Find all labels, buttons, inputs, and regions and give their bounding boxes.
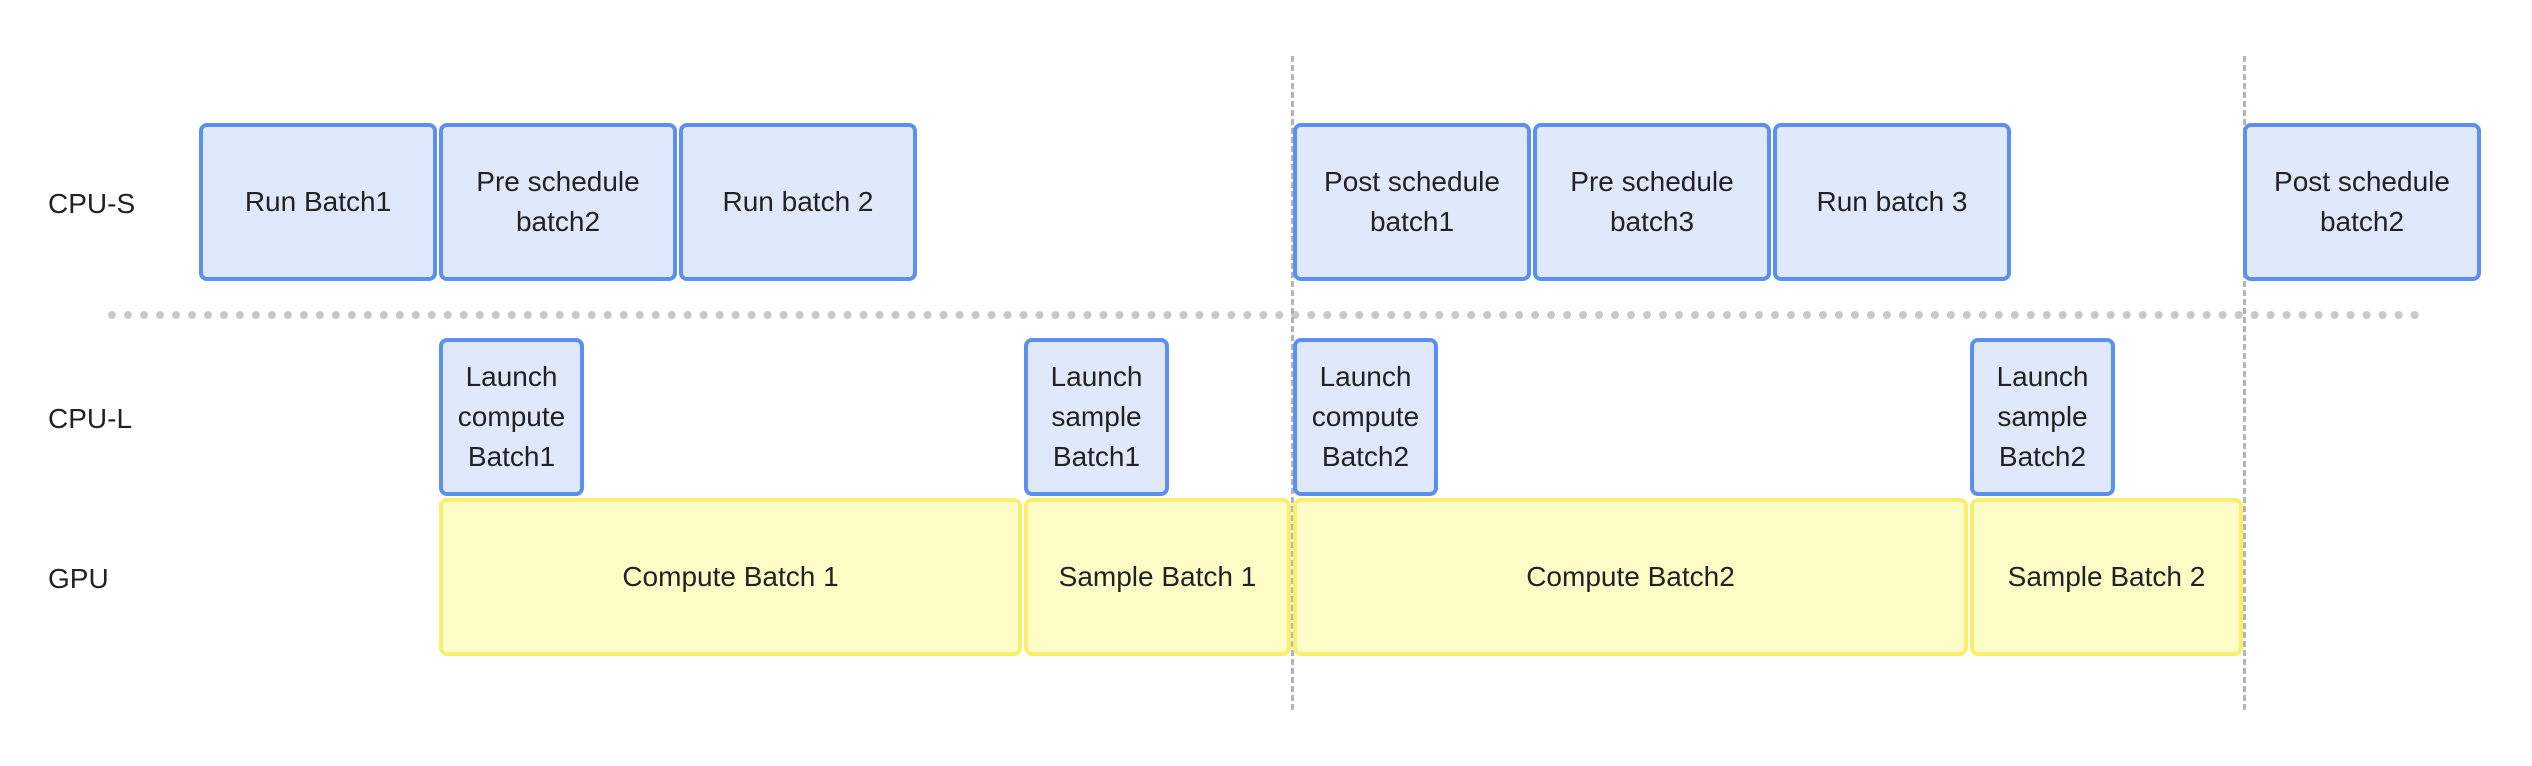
gpu-task: Compute Batch 1 [439,498,1022,656]
cpu-s-task: Run Batch1 [199,123,437,281]
cpu-s-task: Run batch 2 [679,123,917,281]
cpu-l-task: Launch compute Batch1 [439,338,584,496]
cpu-l-task: Launch compute Batch2 [1293,338,1438,496]
gpu-task: Sample Batch 1 [1024,498,1291,656]
cpu-s-task: Post schedule batch2 [2243,123,2481,281]
cpu-s-separator-line [108,311,2420,319]
gpu-task: Sample Batch 2 [1970,498,2243,656]
gpu-task: Compute Batch2 [1293,498,1968,656]
row-label-cpu-l: CPU-L [48,403,133,434]
cpu-s-task: Pre schedule batch3 [1533,123,1771,281]
cpu-s-task: Pre schedule batch2 [439,123,677,281]
iteration-boundary-line [2243,56,2246,710]
row-label-cpu-s: CPU-S [48,188,136,219]
cpu-l-task: Launch sample Batch2 [1970,338,2115,496]
cpu-l-task: Launch sample Batch1 [1024,338,1169,496]
iteration-boundary-line [1291,56,1294,710]
cpu-s-task: Run batch 3 [1773,123,2011,281]
row-label-gpu: GPU [48,563,109,594]
cpu-s-task: Post schedule batch1 [1293,123,1531,281]
